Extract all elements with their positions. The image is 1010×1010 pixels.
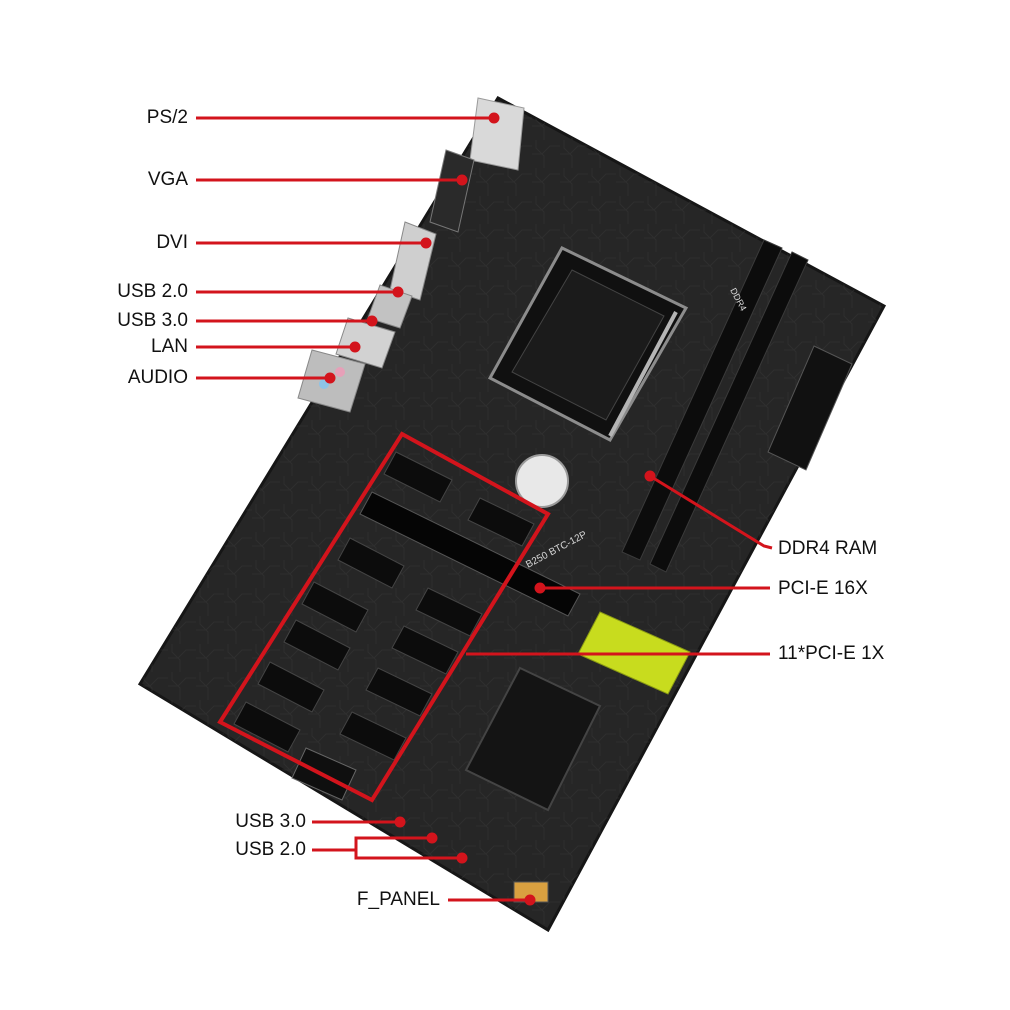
pcie-highlight-box — [217, 431, 551, 803]
label-audio: AUDIO — [127, 367, 188, 388]
label-pcie16: PCI-E 16X — [778, 578, 868, 599]
pcie-x16-slot — [359, 491, 581, 617]
atx-power-connector — [767, 345, 853, 471]
label-usb30-rear: USB 3.0 — [117, 310, 188, 331]
label-usb30-header: USB 3.0 — [235, 811, 306, 832]
label-ddr4: DDR4 RAM — [778, 538, 878, 559]
leader-lines — [196, 112, 773, 906]
ddr4-slots — [621, 239, 809, 573]
chipset-heatsink — [464, 666, 602, 812]
label-vga: VGA — [147, 169, 188, 190]
label-usb20-rear: USB 2.0 — [117, 281, 188, 302]
cpu-socket — [487, 246, 689, 442]
label-usb20-header: USB 2.0 — [235, 839, 306, 860]
pcie-x1-slots — [233, 451, 535, 761]
leader-ddr4 — [649, 474, 773, 550]
label-lan: LAN — [151, 336, 188, 357]
leader-usb20-header — [312, 836, 432, 852]
cmos-battery — [515, 454, 569, 508]
label-ps2: PS/2 — [146, 107, 188, 128]
label-dvi: DVI — [156, 232, 188, 253]
label-fpanel: F_PANEL — [356, 889, 440, 910]
label-pcie1: 11*PCI-E 1X — [778, 643, 885, 664]
